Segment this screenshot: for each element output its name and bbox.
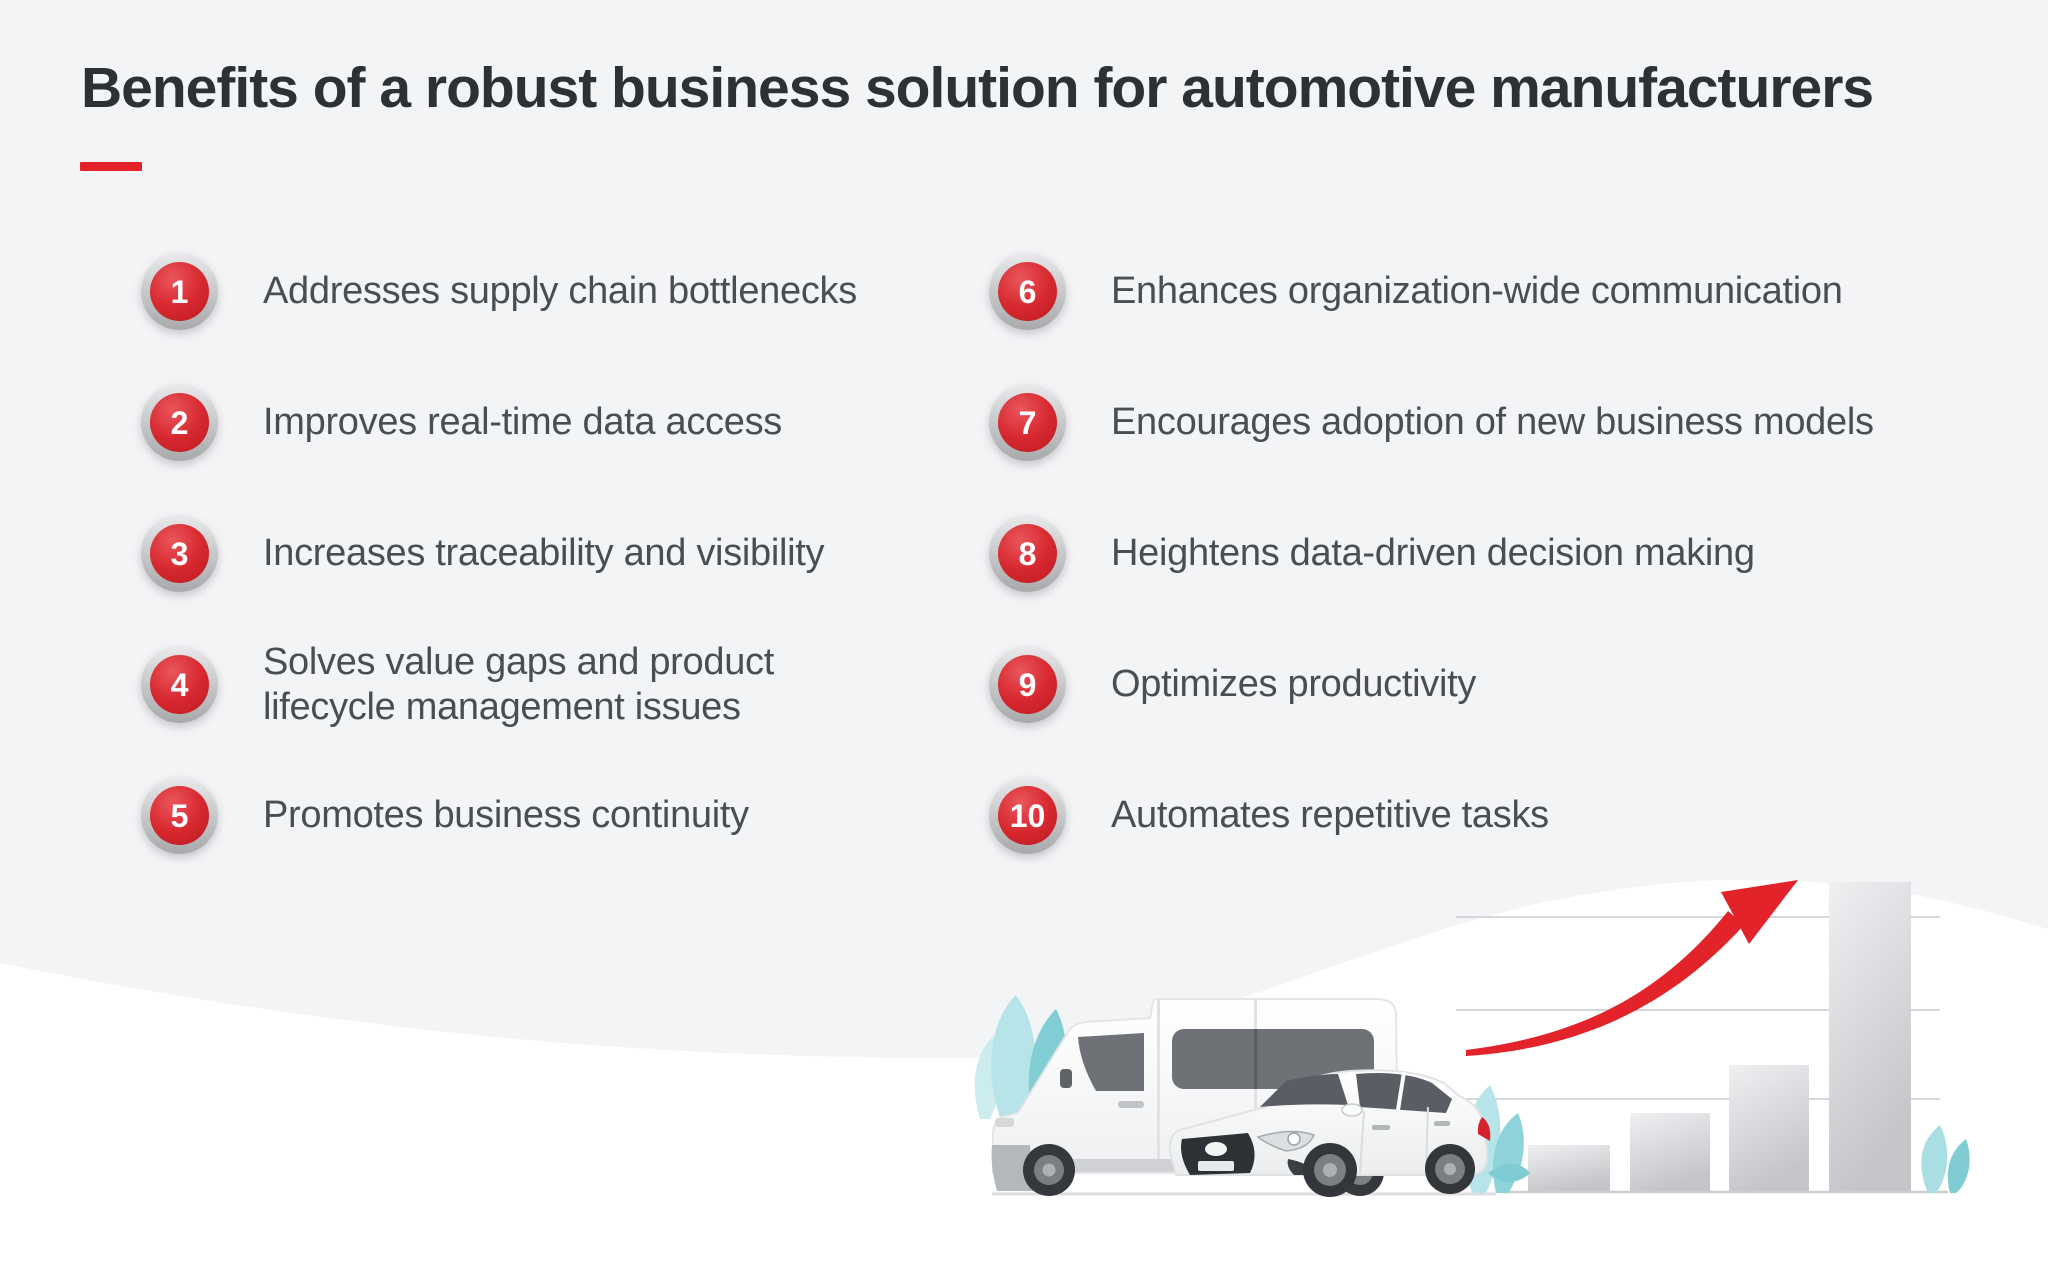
number-badge-core: 7 — [998, 393, 1057, 452]
number-badge-core: 2 — [150, 393, 209, 452]
car-taillight — [1477, 1117, 1491, 1141]
number-badge-7: 7 — [989, 384, 1066, 461]
number-badge-9: 9 — [989, 646, 1066, 723]
benefit-label: Enhances organization-wide communication — [1111, 270, 1843, 313]
number-badge-core: 4 — [150, 655, 209, 714]
van-mirror — [1060, 1069, 1072, 1088]
number-badge-core: 9 — [998, 655, 1057, 714]
leaves-right — [1921, 1125, 1970, 1193]
growth-bar-chart — [1528, 882, 1911, 1192]
number-badge-core: 5 — [150, 786, 209, 845]
car-rear-wheel — [1425, 1144, 1475, 1194]
growth-arrow — [1466, 880, 1798, 1056]
number-badge-1: 1 — [141, 253, 218, 330]
benefit-item-7: 7 Encourages adoption of new business mo… — [989, 384, 1874, 461]
badge-number: 2 — [170, 404, 189, 441]
benefit-item-2: 2 Improves real-time data access — [141, 384, 857, 461]
badge-number: 10 — [1009, 797, 1046, 834]
number-badge-core: 6 — [998, 262, 1057, 321]
van-door-handle — [1118, 1101, 1144, 1108]
benefit-label: Encourages adoption of new business mode… — [1111, 401, 1874, 444]
van-body-seam — [1157, 999, 1160, 1171]
van-front-wheel — [1023, 1144, 1075, 1196]
badge-number: 4 — [170, 666, 189, 703]
benefit-item-4: 4 Solves value gaps and product lifecycl… — [141, 641, 857, 728]
benefit-item-6: 6 Enhances organization-wide communicati… — [989, 253, 1874, 330]
car-door-handle — [1434, 1121, 1450, 1126]
number-badge-core: 8 — [998, 524, 1057, 583]
number-badge-core: 3 — [150, 524, 209, 583]
chart-bar-2 — [1630, 1113, 1710, 1192]
benefit-label: Promotes business continuity — [263, 794, 749, 837]
number-badge-4: 4 — [141, 646, 218, 723]
benefit-label: Increases traceability and visibility — [263, 532, 825, 575]
number-badge-3: 3 — [141, 515, 218, 592]
chart-bar-1 — [1528, 1145, 1610, 1192]
badge-number: 9 — [1018, 666, 1037, 703]
car-window-pillar — [1396, 1071, 1406, 1111]
van-side-window — [1172, 1029, 1374, 1089]
number-badge-2: 2 — [141, 384, 218, 461]
car-windshield — [1260, 1074, 1348, 1107]
benefit-item-3: 3 Increases traceability and visibility — [141, 515, 857, 592]
badge-number: 6 — [1018, 273, 1037, 310]
number-badge-core: 10 — [998, 786, 1057, 845]
sedan-car — [1168, 1069, 1491, 1197]
car-license-plate — [1198, 1161, 1234, 1171]
chart-bar-3 — [1729, 1065, 1809, 1192]
car-emblem — [1205, 1142, 1227, 1156]
car-front-wheel — [1303, 1143, 1357, 1197]
car-door-handle — [1372, 1125, 1390, 1130]
badge-number: 1 — [170, 273, 189, 310]
badge-number: 3 — [170, 535, 189, 572]
chart-bar-4 — [1829, 882, 1911, 1192]
car-door-line — [1425, 1106, 1429, 1172]
benefits-column-left: 1 Addresses supply chain bottlenecks 2 I… — [141, 253, 857, 854]
badge-number: 8 — [1018, 535, 1037, 572]
title-accent-dash — [80, 162, 142, 171]
van-headlight — [995, 1118, 1014, 1127]
van-front-skirt — [991, 1145, 1034, 1191]
footer-illustration — [0, 879, 2048, 1283]
number-badge-6: 6 — [989, 253, 1066, 330]
car-door-line — [1359, 1110, 1365, 1174]
benefit-item-10: 10 Automates repetitive tasks — [989, 777, 1874, 854]
benefit-item-9: 9 Optimizes productivity — [989, 646, 1874, 723]
benefit-label: Addresses supply chain bottlenecks — [263, 270, 857, 313]
benefit-label: Improves real-time data access — [263, 401, 782, 444]
van-cab-window — [1078, 1033, 1144, 1091]
car-side-window — [1356, 1073, 1452, 1113]
benefit-item-1: 1 Addresses supply chain bottlenecks — [141, 253, 857, 330]
benefit-label: Heightens data-driven decision making — [1111, 532, 1755, 575]
car-headlight-lens — [1287, 1132, 1301, 1146]
benefit-label: Solves value gaps and product lifecycle … — [263, 641, 774, 728]
benefit-item-8: 8 Heightens data-driven decision making — [989, 515, 1874, 592]
number-badge-10: 10 — [989, 777, 1066, 854]
badge-number: 7 — [1018, 404, 1037, 441]
number-badge-core: 1 — [150, 262, 209, 321]
benefits-column-right: 6 Enhances organization-wide communicati… — [989, 253, 1874, 854]
badge-number: 5 — [170, 797, 189, 834]
page-title: Benefits of a robust business solution f… — [81, 56, 1874, 120]
car-mirror — [1341, 1103, 1363, 1117]
benefit-label: Automates repetitive tasks — [1111, 794, 1549, 837]
van-window-divider — [1254, 1029, 1257, 1089]
number-badge-8: 8 — [989, 515, 1066, 592]
number-badge-5: 5 — [141, 777, 218, 854]
benefit-item-5: 5 Promotes business continuity — [141, 777, 857, 854]
benefit-label: Optimizes productivity — [1111, 663, 1477, 706]
